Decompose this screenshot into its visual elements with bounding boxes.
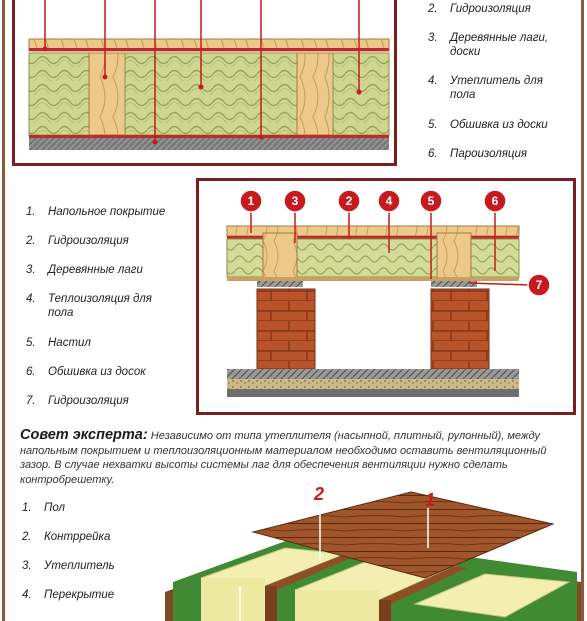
top-floor-section bbox=[15, 0, 394, 163]
legend-number: 2. bbox=[22, 531, 32, 543]
insulation-front-1 bbox=[201, 578, 265, 621]
legend-number: 1. bbox=[26, 206, 36, 218]
legend-number: 2. bbox=[26, 235, 36, 247]
joist-on-posts-diagram: 1 3 2 4 5 6 7 bbox=[196, 178, 576, 415]
callout-6: 6 bbox=[492, 194, 499, 208]
insulation-left bbox=[28, 52, 90, 136]
legend-number: 1. bbox=[22, 502, 32, 514]
counter-batten-1 bbox=[265, 554, 355, 590]
bottom-legend: 1. Пол 2. Контррейка 3. Утеплитель 4. Перекр… bbox=[22, 501, 162, 611]
legend-text: Утеплитель для пола bbox=[450, 75, 543, 101]
legend-number: 3. bbox=[26, 264, 36, 276]
callout-7: 7 bbox=[536, 278, 543, 292]
mid-leader-lines bbox=[250, 212, 530, 286]
waterproofing-top bbox=[227, 236, 519, 239]
expert-tip-body: Независимо от типа утеплителя (насыпной,… bbox=[20, 430, 547, 486]
legend-text: Утеплитель bbox=[44, 560, 115, 572]
legend-text: Теплоизоляция для пола bbox=[48, 293, 152, 319]
waterproofing-pad-b bbox=[431, 281, 477, 287]
legend-number: 3. bbox=[22, 560, 32, 572]
legend-text: Напольное покрытие bbox=[48, 206, 166, 218]
legend-number: 6. bbox=[26, 366, 36, 378]
callout-1: 1 bbox=[248, 194, 255, 208]
legend-text: Пароизоляция bbox=[450, 148, 528, 160]
callout-5: 5 bbox=[428, 194, 435, 208]
callout-markers bbox=[239, 189, 551, 297]
expert-tip-heading: Совет эксперта: bbox=[20, 427, 148, 443]
waterproofing-layer bbox=[29, 48, 389, 51]
top-legend: 2. Гидроизоляция 3. Деревянные лаги, доски… bbox=[428, 0, 583, 170]
legend-number: 6. bbox=[428, 148, 438, 160]
concrete-layer bbox=[227, 369, 519, 379]
legend-text: Настил bbox=[48, 337, 91, 349]
subfloor-board bbox=[29, 138, 389, 150]
legend-number: 5. bbox=[428, 119, 438, 131]
insulation-mid bbox=[124, 52, 298, 136]
label-1: 1 bbox=[425, 490, 435, 510]
expert-tip: Совет эксперта: Независимо от типа утепл… bbox=[20, 428, 575, 487]
joist-section: 1 3 2 4 5 6 7 bbox=[199, 181, 573, 412]
insulation-front-2 bbox=[295, 590, 379, 621]
leader-lines bbox=[44, 0, 360, 142]
insulation-right bbox=[332, 52, 390, 136]
legend-text: Гидроизоляция bbox=[450, 3, 531, 15]
callout-3: 3 bbox=[292, 194, 299, 208]
joist-b bbox=[436, 232, 472, 280]
legend-text: Перекрытие bbox=[44, 589, 115, 601]
joist-left bbox=[88, 52, 126, 136]
legend-text: Обшивка из досок bbox=[48, 366, 146, 378]
legend-number: 4. bbox=[428, 75, 438, 87]
label-2: 2 bbox=[313, 484, 324, 504]
joist-front-2 bbox=[379, 600, 391, 621]
legend-number: 5. bbox=[26, 337, 36, 349]
joist-front-1 bbox=[265, 586, 277, 621]
callout-4: 4 bbox=[386, 194, 393, 208]
legend-number: 2. bbox=[428, 3, 438, 15]
counter-batten-2 bbox=[379, 566, 467, 604]
legend-text: Деревянные лаги bbox=[48, 264, 143, 276]
callout-2: 2 bbox=[346, 194, 353, 208]
legend-number: 4. bbox=[26, 293, 36, 305]
legend-text: Пол bbox=[44, 502, 65, 514]
legend-text: Гидроизоляция bbox=[48, 395, 129, 407]
legend-number: 7. bbox=[26, 395, 36, 407]
floor-planks bbox=[251, 491, 555, 579]
top-floor-diagram bbox=[12, 0, 397, 166]
vapor-barrier bbox=[29, 135, 389, 138]
sheathing-board bbox=[227, 277, 519, 281]
waterproofing-pad-a bbox=[257, 281, 303, 287]
brick-post-a bbox=[256, 288, 316, 370]
gravel-layer bbox=[227, 379, 519, 389]
brick-post-b bbox=[430, 288, 490, 370]
mid-legend: 1. Напольное покрытие 2. Гидроизоляция 3. Д… bbox=[26, 205, 196, 415]
legend-number: 3. bbox=[428, 32, 438, 44]
legend-text: Обшивка из доски bbox=[450, 119, 548, 131]
insulation-block-3 bbox=[413, 573, 571, 618]
ground-layer bbox=[227, 389, 519, 397]
floor-3d-cutaway: 2 1 bbox=[165, 484, 581, 621]
legend-number: 4. bbox=[22, 589, 32, 601]
legend-text: Контррейка bbox=[44, 531, 111, 543]
legend-text: Гидроизоляция bbox=[48, 235, 129, 247]
legend-text: Деревянные лаги, доски bbox=[450, 32, 549, 58]
joist-a bbox=[262, 232, 298, 280]
joist-right bbox=[296, 52, 334, 136]
